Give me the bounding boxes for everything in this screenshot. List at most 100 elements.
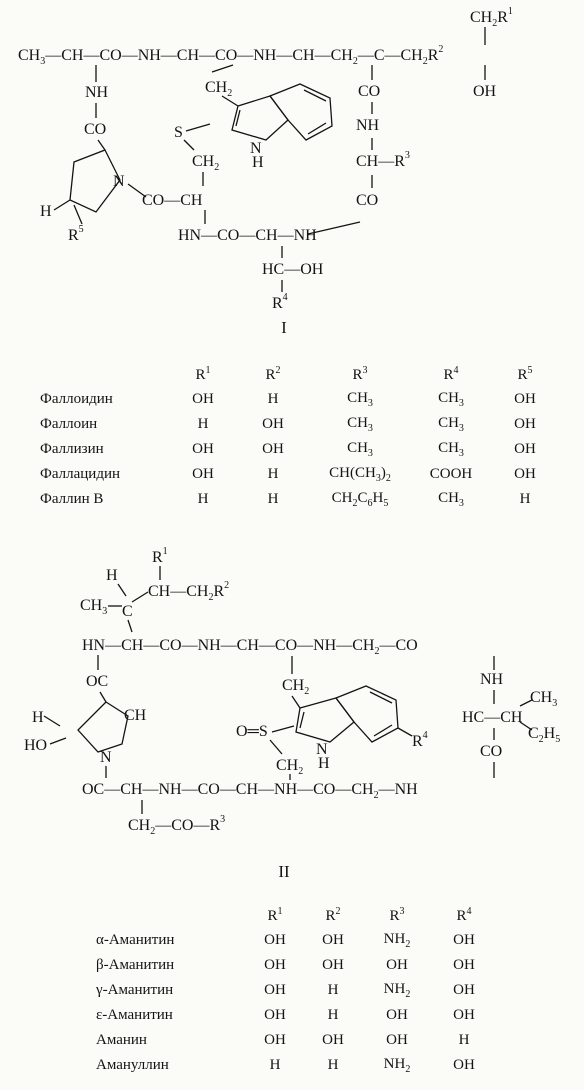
phallotoxin-structure: CH3—CH—CO—NH—CH—CO—NH—CH—CH2—C—CH2R2 CH2… (18, 6, 513, 312)
svg-text:C2H5: C2H5 (528, 725, 560, 745)
cell: NH2 (383, 981, 411, 1000)
cell: OH (453, 1057, 475, 1073)
table-row: Фаллин В H H CH2C6H5 CH3 H (40, 487, 560, 512)
svg-text:O═S: O═S (236, 723, 268, 740)
table-row: ε-Аманитин OH H OH OH (96, 1003, 496, 1028)
compound-name: Фаллин В (40, 491, 104, 507)
compound-name: β-Аманитин (96, 957, 175, 973)
svg-text:N: N (316, 741, 328, 758)
cell: H (197, 491, 209, 507)
cell: H (327, 1057, 339, 1073)
svg-text:HC—CH: HC—CH (462, 709, 523, 726)
col-r4: R4 (456, 905, 472, 924)
svg-text:CH2—CO—R3: CH2—CO—R3 (128, 814, 225, 837)
figure-label-2: II (278, 862, 290, 881)
table-row: Аманин OH OH OH H (96, 1028, 496, 1053)
svg-text:HN—CO—CH—NH: HN—CO—CH—NH (178, 227, 317, 244)
cell: OH (514, 391, 536, 407)
cell: OH (264, 1007, 286, 1023)
svg-text:CH2R1: CH2R1 (470, 6, 513, 29)
table-row: Фаллацидин OH H CH(CH3)2 COOH OH (40, 462, 560, 487)
cell: CH3 (347, 440, 373, 459)
cell: CH3 (438, 490, 464, 509)
col-r2: R2 (325, 905, 341, 924)
cell: CH3 (347, 415, 373, 434)
svg-text:CO: CO (480, 743, 502, 760)
svg-text:NH: NH (480, 671, 504, 688)
svg-text:CH3: CH3 (80, 597, 107, 617)
cell: OH (262, 416, 284, 432)
cell: OH (514, 416, 536, 432)
cell: OH (322, 1032, 344, 1048)
svg-text:OC: OC (86, 673, 108, 690)
figure-label-1: I (281, 318, 287, 337)
cell: OH (192, 466, 214, 482)
svg-text:H: H (252, 154, 264, 171)
compound-name: Аманин (96, 1032, 147, 1048)
svg-text:CH2: CH2 (276, 757, 303, 777)
cell: OH (262, 441, 284, 457)
cell: H (458, 1032, 470, 1048)
table-header: R1 R2 R3 R4 (96, 902, 496, 928)
cell: OH (386, 1032, 408, 1048)
cell: OH (453, 982, 475, 998)
cell: OH (453, 1007, 475, 1023)
svg-text:R4: R4 (272, 292, 288, 312)
svg-text:CO: CO (356, 192, 378, 209)
svg-text:CH2: CH2 (205, 79, 232, 99)
svg-text:CH—R3: CH—R3 (356, 150, 410, 170)
svg-text:R5: R5 (68, 224, 84, 244)
col-r4: R4 (443, 364, 459, 383)
table-row: Фаллоин H OH CH3 CH3 OH (40, 412, 560, 437)
svg-text:C: C (122, 603, 133, 620)
cell: H (267, 466, 279, 482)
cell: OH (514, 441, 536, 457)
svg-text:R4: R4 (412, 730, 428, 750)
amatoxin-table: R1 R2 R3 R4 α-Аманитин OH OH NH2 OH β-Ам… (96, 902, 496, 1078)
svg-text:CH2: CH2 (282, 677, 309, 697)
cell: OH (386, 957, 408, 973)
cell: H (267, 491, 279, 507)
compound-name: γ-Аманитин (96, 982, 174, 998)
svg-text:H: H (32, 709, 44, 726)
cell: NH2 (383, 1056, 411, 1075)
table-row: γ-Аманитин OH H NH2 OH (96, 978, 496, 1003)
cell: OH (264, 982, 286, 998)
compound-name: ε-Аманитин (96, 1007, 173, 1023)
cell: CH3 (438, 390, 464, 409)
cell: OH (322, 957, 344, 973)
svg-text:CO: CO (84, 121, 106, 138)
compound-name: Фаллоин (40, 416, 98, 432)
col-r5: R5 (517, 364, 533, 383)
cell: COOH (429, 466, 473, 482)
cell: CH3 (438, 440, 464, 459)
cell: CH3 (347, 390, 373, 409)
svg-text:N: N (113, 173, 125, 190)
cell: CH(CH3)2 (329, 465, 391, 484)
col-r1: R1 (195, 364, 211, 383)
col-r2: R2 (265, 364, 281, 383)
svg-text:CH2: CH2 (192, 153, 219, 173)
compound-name: Фаллоидин (40, 391, 113, 407)
svg-text:HO: HO (24, 737, 47, 754)
cell: OH (453, 957, 475, 973)
svg-text:CO—CH: CO—CH (142, 192, 203, 209)
cell: OH (264, 932, 286, 948)
cell: OH (453, 932, 475, 948)
svg-text:NH: NH (85, 84, 109, 101)
cell: H (327, 1007, 339, 1023)
table-row: Фаллизин OH OH CH3 CH3 OH (40, 437, 560, 462)
cell: CH2C6H5 (331, 490, 389, 509)
svg-text:CH: CH (124, 707, 147, 724)
cell: OH (192, 391, 214, 407)
compound-name: Фаллацидин (40, 466, 121, 482)
table-row: α-Аманитин OH OH NH2 OH (96, 928, 496, 953)
cell: H (269, 1057, 281, 1073)
svg-text:NH: NH (356, 117, 380, 134)
cell: H (519, 491, 531, 507)
col-r1: R1 (267, 905, 283, 924)
svg-text:H: H (40, 203, 52, 220)
svg-text:CH3—CH—CO—NH—CH—CO—NH—CH—CH2—C: CH3—CH—CO—NH—CH—CO—NH—CH—CH2—C—CH2R2 (18, 44, 443, 67)
phallotoxin-table: R1 R2 R3 R4 R5 Фаллоидин OH H CH3 CH3 OH… (40, 361, 560, 512)
